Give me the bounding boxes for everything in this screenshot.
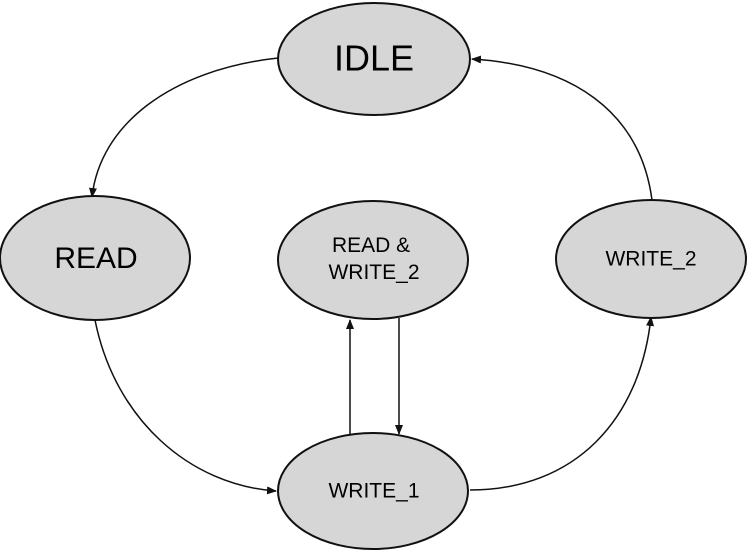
transition-write-2-to-idle bbox=[471, 55, 653, 201]
state-read-write-2: READ & WRITE_2 bbox=[277, 200, 469, 320]
state-write-1: WRITE_1 bbox=[277, 432, 469, 550]
state-write-1-label: WRITE_1 bbox=[328, 480, 419, 503]
transition-read-to-write-1 bbox=[94, 319, 277, 495]
state-read-write-2-label-line-2: WRITE_2 bbox=[328, 261, 419, 284]
state-read-write-2-label: READ & WRITE_2 bbox=[328, 234, 419, 284]
state-write-2: WRITE_2 bbox=[555, 199, 747, 319]
state-idle-label: IDLE bbox=[334, 38, 414, 79]
transition-write-1-to-write-2 bbox=[469, 316, 655, 491]
state-read: READ bbox=[0, 195, 191, 321]
state-write-2-label: WRITE_2 bbox=[605, 248, 696, 271]
state-read-write-2-label-line-1: READ & bbox=[332, 234, 410, 257]
state-idle: IDLE bbox=[277, 2, 471, 116]
state-read-label: READ bbox=[54, 242, 137, 275]
transition-idle-to-read bbox=[89, 57, 279, 198]
